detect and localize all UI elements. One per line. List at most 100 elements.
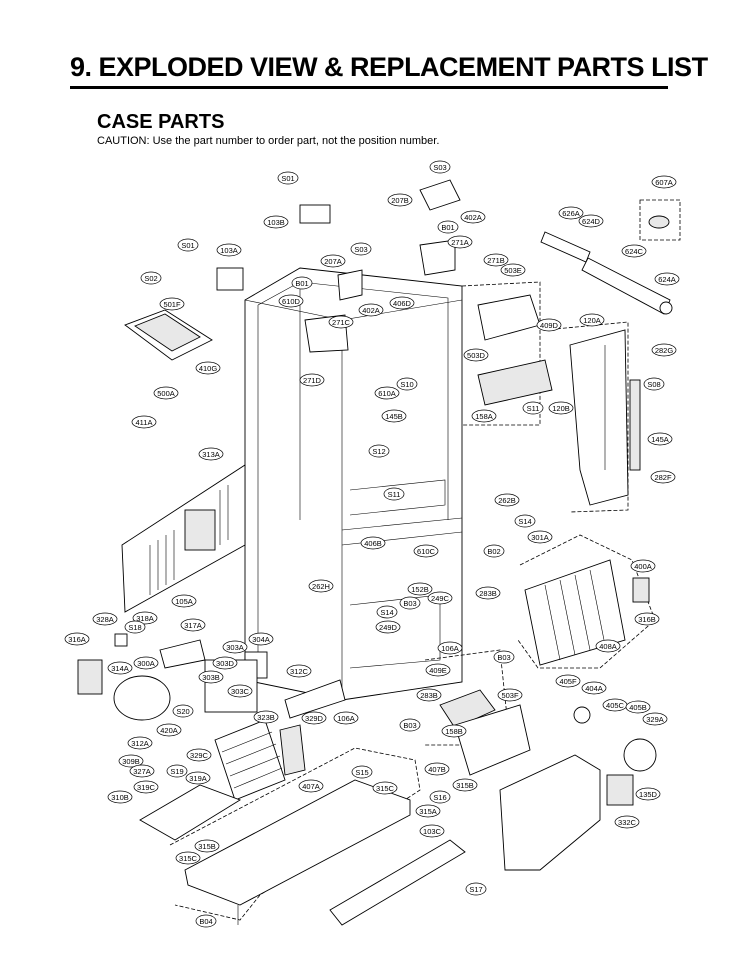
- callout-bubble: [460, 210, 486, 224]
- callout-label: 407B: [428, 765, 446, 774]
- callout-bubble: [248, 632, 274, 646]
- callout-label: 249C: [431, 594, 450, 603]
- callout-bubble: [396, 377, 418, 391]
- part-callout: S10: [396, 377, 418, 391]
- callout-bubble: [424, 762, 450, 776]
- part-callout: 315C: [175, 851, 201, 865]
- fan-motor-404a: [573, 706, 591, 724]
- callout-label: 105A: [175, 597, 193, 606]
- callout-label: 404A: [585, 684, 603, 693]
- callout-bubble: [558, 206, 584, 220]
- callout-bubble: [493, 650, 515, 664]
- part-callout: S17: [465, 882, 487, 896]
- callout-label: 303A: [226, 643, 244, 652]
- callout-bubble: [651, 343, 677, 357]
- part-callout: 327A: [129, 764, 155, 778]
- callout-label: 301A: [531, 533, 549, 542]
- callout-bubble: [198, 447, 224, 461]
- part-callout: B02: [483, 544, 505, 558]
- part-callout: 402A: [358, 303, 384, 317]
- callout-bubble: [647, 432, 673, 446]
- callout-bubble: [358, 303, 384, 317]
- duct-group-503e: [461, 281, 541, 426]
- part-callout: 282G: [651, 343, 677, 357]
- part-callout: 404A: [581, 681, 607, 695]
- callout-label: 106A: [337, 714, 355, 723]
- callout-label: 503E: [504, 266, 522, 275]
- callout-label: 327A: [133, 767, 151, 776]
- part-callout: 249D: [375, 620, 401, 634]
- callout-bubble: [286, 664, 312, 678]
- callout-bubble: [416, 688, 442, 702]
- callout-bubble: [263, 215, 289, 229]
- callout-bubble: [376, 605, 398, 619]
- callout-label: 318A: [136, 614, 154, 623]
- part-callout: S14: [376, 605, 398, 619]
- part-callout: 503D: [463, 348, 489, 362]
- part-callout: 304A: [248, 632, 274, 646]
- callout-label: 309B: [122, 757, 140, 766]
- callout-label: 316A: [68, 635, 86, 644]
- callout-label: 400A: [634, 562, 652, 571]
- callout-label: S14: [518, 517, 531, 526]
- callout-bubble: [372, 781, 398, 795]
- callout-bubble: [107, 661, 133, 675]
- part-callout: 318A: [132, 611, 158, 625]
- part-callout: 317A: [180, 618, 206, 632]
- callout-label: B01: [441, 223, 454, 232]
- callout-bubble: [497, 688, 523, 702]
- callout-bubble: [483, 544, 505, 558]
- callout-label: S03: [354, 245, 367, 254]
- callout-bubble: [124, 620, 146, 634]
- part-328a: [114, 633, 128, 647]
- part-callout: 283B: [416, 688, 442, 702]
- callout-bubble: [194, 839, 220, 853]
- callout-label: 406B: [364, 539, 382, 548]
- callout-label: 402A: [464, 213, 482, 222]
- part-callout: 407B: [424, 762, 450, 776]
- grille-158b: [439, 689, 496, 729]
- callout-label: 303C: [231, 687, 250, 696]
- callout-bubble: [291, 276, 313, 290]
- part-callout: 405B: [625, 700, 651, 714]
- part-callout: 271D: [299, 373, 325, 387]
- callout-bubble: [427, 591, 453, 605]
- callout-bubble: [437, 220, 459, 234]
- part-callout: 301A: [527, 530, 553, 544]
- part-callout: B01: [291, 276, 313, 290]
- part-callout: 316B: [634, 612, 660, 626]
- callout-label: S12: [372, 447, 385, 456]
- part-callout: 315A: [415, 804, 441, 818]
- callout-bubble: [131, 415, 157, 429]
- part-callout: 303C: [227, 684, 253, 698]
- part-callout: 319C: [133, 780, 159, 794]
- callout-bubble: [140, 271, 162, 285]
- part-callout: 271A: [447, 235, 473, 249]
- callout-bubble: [299, 373, 325, 387]
- callout-label: 282F: [654, 473, 672, 482]
- hinge-207a: [337, 269, 363, 301]
- callout-label: 402A: [362, 306, 380, 315]
- callout-bubble: [522, 401, 544, 415]
- part-callout: 332C: [614, 815, 640, 829]
- callout-bubble: [407, 582, 433, 596]
- callout-bubble: [222, 640, 248, 654]
- callout-bubble: [483, 253, 509, 267]
- callout-bubble: [298, 779, 324, 793]
- callout-label: B04: [199, 917, 212, 926]
- evaporator-cover-120a: [569, 329, 629, 506]
- part-callout: 135D: [635, 787, 661, 801]
- part-callout: 105A: [171, 594, 197, 608]
- part-329d: [279, 724, 306, 776]
- part-callout: 503F: [497, 688, 523, 702]
- part-callout: S11: [522, 401, 544, 415]
- callout-label: 626A: [562, 209, 580, 218]
- part-callout: 328A: [92, 612, 118, 626]
- callout-bubble: [475, 586, 501, 600]
- callout-label: 316B: [638, 615, 656, 624]
- part-callout: S08: [643, 377, 665, 391]
- part-callout: 249C: [427, 591, 453, 605]
- callout-label: 607A: [655, 178, 673, 187]
- callout-bubble: [463, 348, 489, 362]
- callout-bubble: [308, 579, 334, 593]
